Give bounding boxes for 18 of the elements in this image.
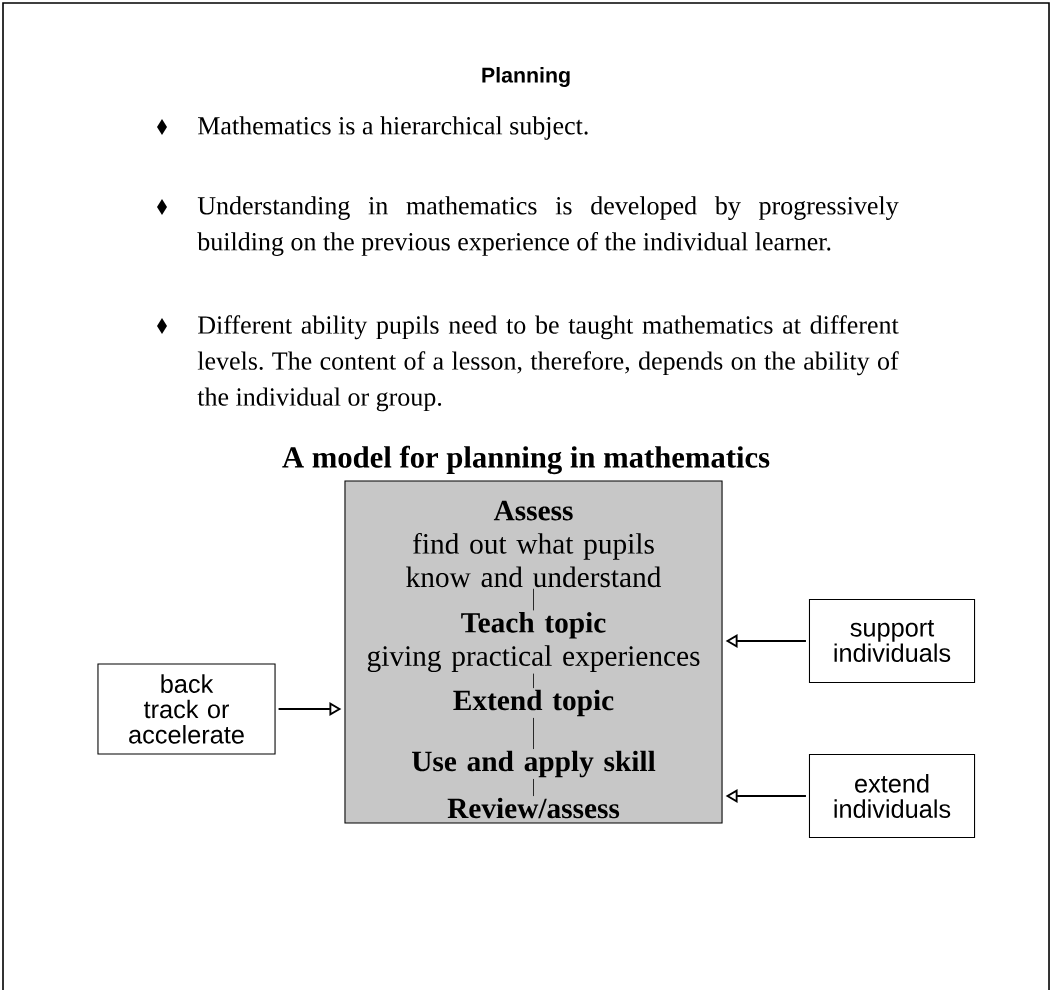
bullet-text: Mathematics is a hierarchical subject. xyxy=(198,116,588,140)
step-text: Teach topic giving practical experiences xyxy=(367,612,700,672)
side-box: support individuals xyxy=(808,599,976,683)
process-panel xyxy=(344,480,723,824)
step-text: Review/assess xyxy=(447,797,620,819)
title: Planning xyxy=(482,67,570,87)
diagram-heading: A model for planning in mathematics xyxy=(282,445,770,475)
bullet-text: Different ability pupils need to be taught mathematics at different levels. The content of a lesson, therefore, depends on the ability of the individual or group. xyxy=(197,315,899,412)
step-text: Extend topic xyxy=(453,689,614,717)
connector-line xyxy=(533,778,534,797)
side-box: extend individuals xyxy=(808,754,976,838)
step-text: Assess find out what pupils know and understand xyxy=(406,500,662,588)
bullet-text: Understanding in mathematics is developed by progressively building on the previous experience of the individual learner. xyxy=(197,196,899,256)
connector-line xyxy=(533,673,534,689)
connector-line xyxy=(533,588,534,611)
side-box: back track or accelerate xyxy=(97,663,276,755)
step-text: Use and apply skill xyxy=(411,750,656,778)
connector-line xyxy=(533,717,534,750)
